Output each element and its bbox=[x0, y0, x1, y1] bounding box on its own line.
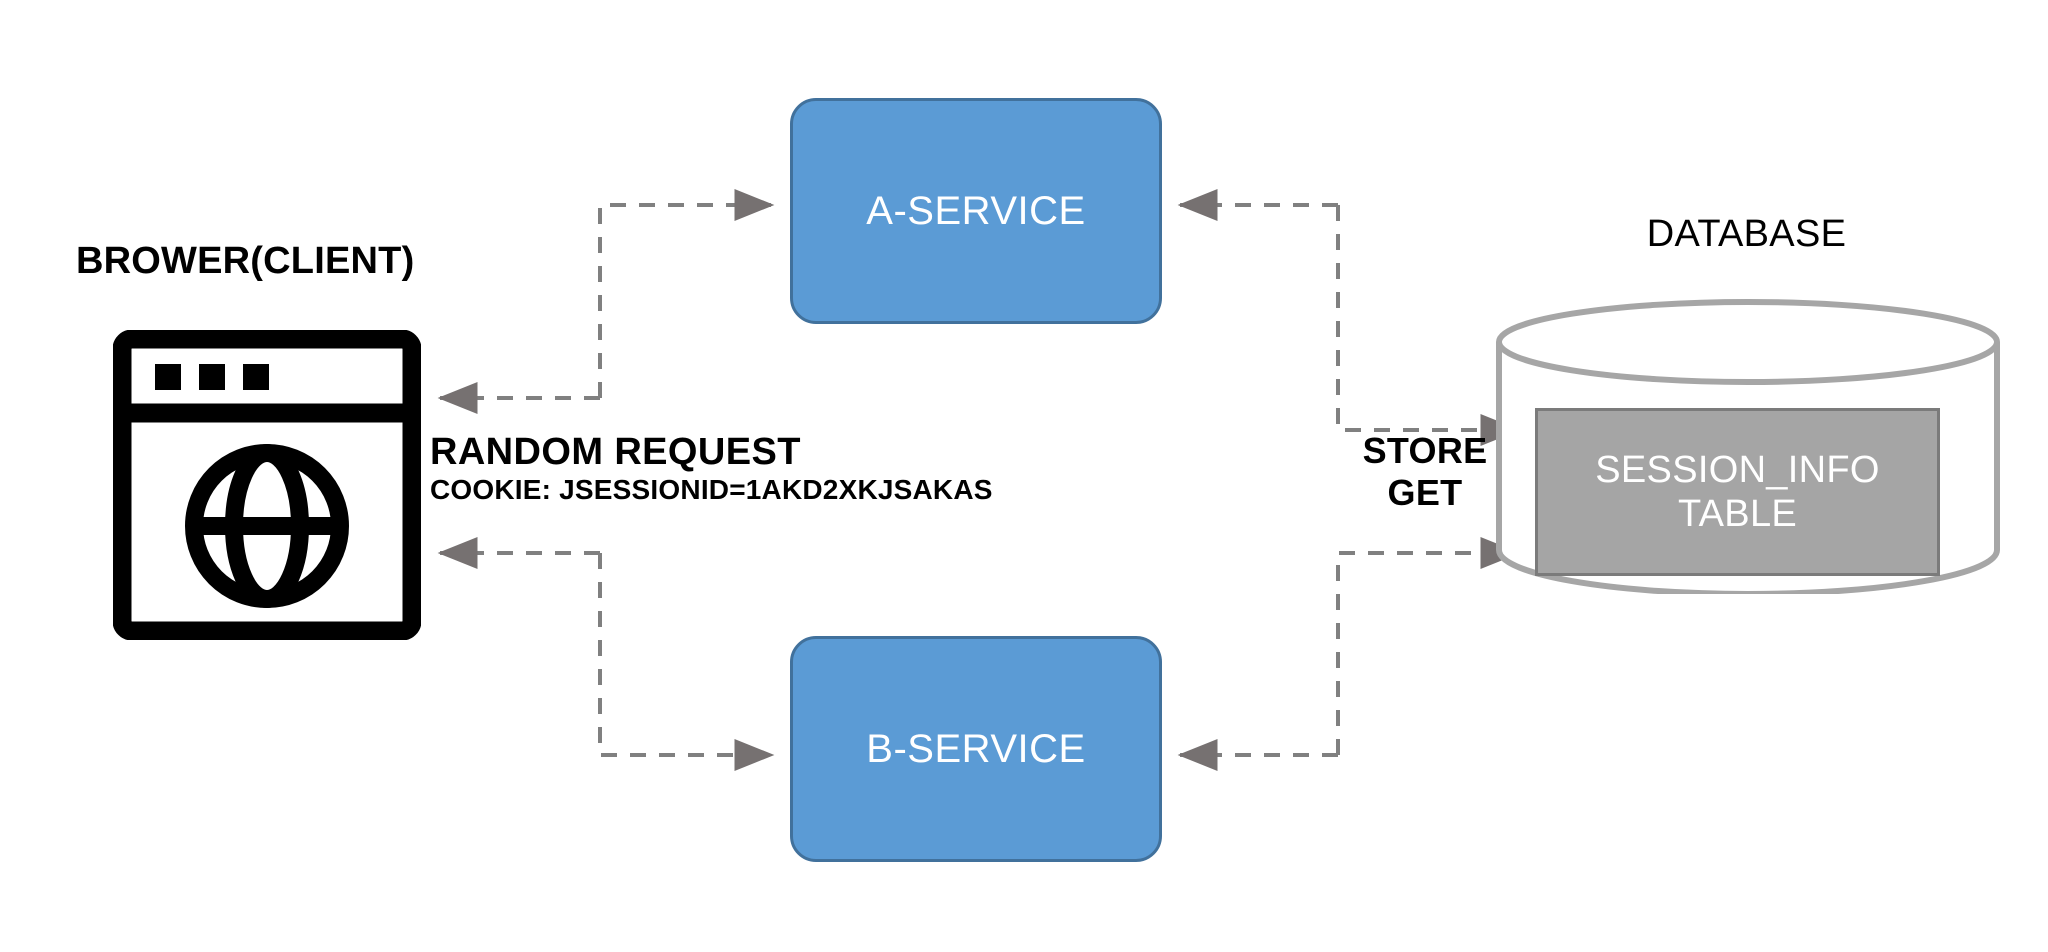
a-service-node[interactable]: A-SERVICE bbox=[790, 98, 1162, 324]
b-service-node[interactable]: B-SERVICE bbox=[790, 636, 1162, 862]
store-label: STORE bbox=[1362, 430, 1488, 471]
session-info-table-node[interactable]: SESSION_INFO TABLE bbox=[1535, 408, 1940, 576]
session-info-table-line2: TABLE bbox=[1677, 493, 1798, 535]
b-service-label: B-SERVICE bbox=[866, 726, 1086, 771]
client-label: BROWER(CLIENT) bbox=[76, 240, 415, 282]
wire-b-service-get-to-table bbox=[1336, 537, 1521, 755]
wire-client-to-b-service bbox=[598, 553, 775, 771]
store-get-annotation: STORE GET bbox=[1330, 430, 1520, 514]
request-annotation-title: RANDOM REQUEST bbox=[430, 431, 801, 473]
request-annotation-cookie: COOKIE: JSESSIONID=1AKD2XKJSAKAS bbox=[430, 474, 993, 506]
database-label: DATABASE bbox=[1646, 213, 1847, 255]
request-annotation: RANDOM REQUEST COOKIE: JSESSIONID=1AKD2X… bbox=[430, 431, 1070, 507]
browser-window-globe-icon bbox=[113, 330, 421, 640]
session-info-table-line1: SESSION_INFO bbox=[1595, 448, 1880, 491]
get-label: GET bbox=[1387, 471, 1463, 513]
wire-client-to-a-service bbox=[598, 189, 775, 398]
a-service-label: A-SERVICE bbox=[866, 188, 1086, 233]
wire-a-service-store-to-table bbox=[1336, 205, 1521, 446]
